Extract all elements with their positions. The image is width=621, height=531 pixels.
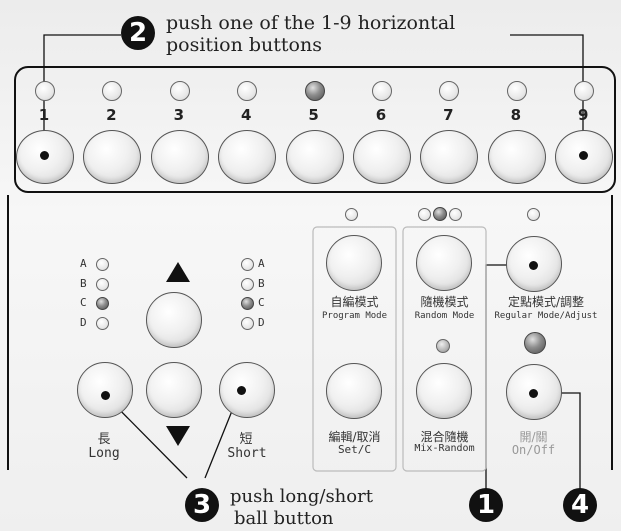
on-off-label-eng: On/Off	[511, 443, 556, 457]
position-button-marker-9	[579, 151, 589, 160]
long-label-cjk: 長	[97, 432, 111, 447]
position-number-2: 2	[106, 106, 117, 124]
position-number-7: 7	[443, 106, 454, 124]
position-led-7	[439, 81, 460, 101]
program-mode-button[interactable]	[326, 235, 382, 291]
position-button-panel	[14, 66, 616, 193]
position-button-7[interactable]	[420, 130, 479, 184]
regular-mode-label-cjk: 定點模式/調整	[507, 295, 585, 309]
long-button-marker	[101, 391, 110, 400]
right-label-b: B	[258, 276, 265, 290]
random-mode-label-eng: Random Mode	[414, 311, 475, 321]
position-number-4: 4	[240, 106, 252, 124]
callout-badge-4: 4	[563, 488, 597, 522]
program-mode-label-cjk: 自編模式	[330, 295, 379, 309]
up-button[interactable]	[146, 292, 202, 348]
short-ball-button[interactable]	[219, 362, 275, 418]
set-cancel-label-cjk: 編輯/取消	[328, 430, 381, 444]
set-cancel-button[interactable]	[326, 363, 382, 419]
random-led-1	[418, 208, 431, 221]
position-number-1: 1	[38, 106, 50, 124]
position-number-9: 9	[577, 106, 589, 124]
random-led-2	[433, 207, 447, 221]
right-led-b	[241, 277, 254, 291]
right-led-c	[241, 297, 254, 310]
regular-mode-label-eng: Regular Mode/Adjust	[494, 311, 598, 321]
random-led-3	[449, 208, 462, 221]
mix-random-label-eng: Mix-Random	[414, 443, 475, 454]
regular-mode-marker	[529, 261, 538, 270]
position-led-5	[304, 81, 325, 101]
random-mode-button[interactable]	[416, 235, 472, 291]
long-label-eng: Long	[88, 446, 120, 461]
callout-2-text-line2: position buttons	[166, 34, 322, 56]
left-label-b: B	[80, 276, 87, 290]
position-button-3[interactable]	[150, 130, 209, 184]
mix-random-led	[436, 339, 450, 353]
right-label-d: D	[258, 315, 265, 329]
right-label-c: C	[258, 296, 265, 309]
set-cancel-label-eng: Set/C	[337, 443, 372, 456]
left-led-b	[96, 277, 109, 291]
left-led-c	[96, 297, 109, 310]
program-mode-led	[345, 208, 358, 221]
position-number-6: 6	[375, 106, 387, 124]
mix-random-label-cjk: 混合隨機	[420, 430, 469, 444]
callout-badge-3: 3	[185, 488, 219, 522]
left-led-d	[96, 316, 109, 330]
callout-3-text-line1: push long/short	[230, 486, 373, 507]
on-off-label-cjk: 開/關	[519, 430, 548, 444]
right-led-a	[241, 258, 254, 271]
down-button[interactable]	[146, 362, 202, 418]
position-button-6[interactable]	[353, 130, 411, 184]
callout-2-text-line1: push one of the 1-9 horizontal	[166, 12, 456, 34]
triangle-up-icon	[166, 262, 190, 282]
regular-mode-led	[527, 208, 540, 221]
random-mode-label-cjk: 隨機模式	[420, 295, 469, 309]
short-label-eng: Short	[227, 446, 267, 461]
position-button-4[interactable]	[218, 130, 277, 184]
position-led-2	[102, 81, 123, 101]
left-label-c: C	[80, 296, 87, 309]
position-led-6	[372, 81, 392, 101]
short-button-marker	[237, 386, 246, 395]
position-button-2[interactable]	[83, 130, 142, 184]
position-button-8[interactable]	[487, 130, 546, 184]
callout-badge-2: 2	[121, 16, 155, 50]
position-led-3	[169, 81, 190, 101]
long-ball-button[interactable]	[77, 362, 133, 418]
position-number-8: 8	[510, 106, 522, 124]
position-number-3: 3	[173, 106, 185, 124]
position-button-5[interactable]	[285, 130, 344, 184]
callout-badge-1: 1	[469, 488, 503, 522]
triangle-down-icon	[166, 426, 190, 446]
position-led-9	[574, 81, 595, 101]
power-indicator-led	[524, 332, 546, 354]
left-label-a: A	[80, 257, 87, 270]
on-off-marker	[529, 389, 538, 398]
program-mode-label-eng: Program Mode	[321, 311, 388, 321]
position-number-5: 5	[308, 106, 319, 124]
left-led-a	[96, 258, 109, 271]
right-label-a: A	[258, 257, 265, 270]
position-led-1	[35, 81, 55, 101]
short-label-cjk: 短	[239, 432, 253, 447]
callout-3-text-line2: ball button	[234, 508, 334, 529]
position-led-4	[237, 81, 258, 101]
position-button-marker-1	[40, 151, 49, 160]
position-led-8	[506, 81, 527, 101]
mix-random-button[interactable]	[416, 363, 472, 419]
left-label-d: D	[80, 315, 87, 329]
right-led-d	[241, 316, 254, 330]
